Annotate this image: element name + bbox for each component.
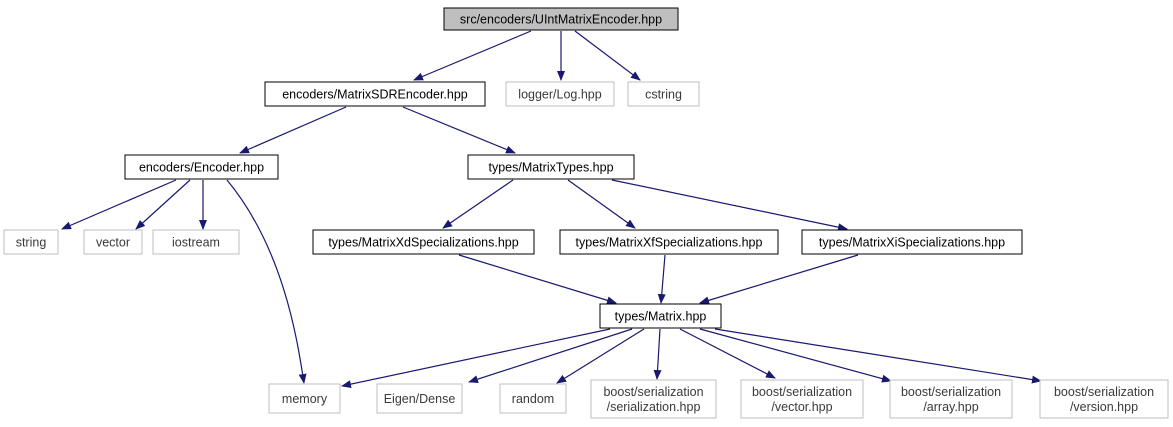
edge-matrix-to-boost_version bbox=[714, 328, 1042, 384]
node-eigen: Eigen/Dense bbox=[376, 383, 463, 414]
node-sdr_encoder[interactable]: encoders/MatrixSDREncoder.hpp bbox=[264, 81, 486, 107]
node-label: logger/Log.hpp bbox=[518, 88, 601, 102]
edge-matrix-to-boost_array bbox=[699, 328, 892, 383]
node-logger: logger/Log.hpp bbox=[505, 81, 615, 107]
node-label: types/MatrixXfSpecializations.hpp bbox=[576, 236, 763, 250]
node-string: string bbox=[3, 229, 59, 255]
edge-uint_encoder-to-cstring bbox=[574, 30, 641, 81]
node-boost_version: boost/serialization/version.hpp bbox=[1039, 379, 1169, 419]
node-label: string bbox=[16, 236, 47, 250]
node-label: random bbox=[512, 392, 554, 406]
node-uint_encoder[interactable]: src/encoders/UIntMatrixEncoder.hpp bbox=[443, 7, 679, 31]
node-label: src/encoders/UIntMatrixEncoder.hpp bbox=[460, 13, 662, 27]
edge-matrix_types-to-xi_spec bbox=[611, 179, 848, 232]
node-label: memory bbox=[282, 392, 328, 406]
edge-encoder-to-memory bbox=[226, 179, 307, 384]
node-box bbox=[443, 7, 679, 31]
node-label: cstring bbox=[645, 88, 682, 102]
node-label: /serialization.hpp bbox=[607, 400, 701, 414]
node-label: boost/serialization bbox=[752, 385, 852, 399]
node-xf_spec[interactable]: types/MatrixXfSpecializations.hpp bbox=[559, 229, 779, 255]
edge-sdr_encoder-to-encoder bbox=[239, 106, 347, 154]
node-boost_array: boost/serialization/array.hpp bbox=[889, 379, 1013, 419]
node-label: /array.hpp bbox=[923, 400, 978, 414]
node-box bbox=[889, 379, 1013, 419]
node-label: Eigen/Dense bbox=[384, 392, 456, 406]
node-label: /version.hpp bbox=[1070, 400, 1138, 414]
edge-matrix_types-to-xf_spec bbox=[567, 179, 636, 229]
node-label: iostream bbox=[172, 236, 220, 250]
node-box bbox=[499, 383, 567, 414]
node-box bbox=[505, 81, 615, 107]
node-label: /vector.hpp bbox=[771, 400, 832, 414]
node-matrix_types[interactable]: types/MatrixTypes.hpp bbox=[467, 154, 635, 180]
node-box bbox=[740, 379, 864, 419]
node-boost_vector: boost/serialization/vector.hpp bbox=[740, 379, 864, 419]
edge-matrix-to-boost_serialization bbox=[653, 328, 662, 380]
node-boost_serialization: boost/serialization/serialization.hpp bbox=[590, 379, 717, 419]
edge-encoder-to-vector bbox=[135, 179, 191, 230]
node-label: types/MatrixXdSpecializations.hpp bbox=[328, 236, 518, 250]
edge-matrix-to-boost_vector bbox=[679, 328, 776, 379]
node-label: types/MatrixTypes.hpp bbox=[488, 161, 613, 175]
node-box bbox=[312, 229, 535, 255]
node-iostream: iostream bbox=[152, 229, 240, 255]
node-box bbox=[559, 229, 779, 255]
node-box bbox=[590, 379, 717, 419]
edge-matrix-to-memory bbox=[341, 328, 611, 389]
edge-matrix_types-to-xd_spec bbox=[442, 179, 514, 229]
node-box bbox=[268, 383, 341, 414]
node-label: types/Matrix.hpp bbox=[615, 310, 707, 324]
edge-encoder-to-string bbox=[61, 179, 177, 230]
node-box bbox=[152, 229, 240, 255]
node-box bbox=[599, 303, 722, 329]
node-box bbox=[1039, 379, 1169, 419]
edge-xi_spec-to-matrix bbox=[699, 254, 859, 305]
node-xd_spec[interactable]: types/MatrixXdSpecializations.hpp bbox=[312, 229, 535, 255]
edge-sdr_encoder-to-matrix_types bbox=[402, 106, 516, 154]
node-box bbox=[83, 229, 143, 255]
node-box bbox=[801, 229, 1023, 255]
node-label: boost/serialization bbox=[1054, 385, 1154, 399]
node-memory: memory bbox=[268, 383, 341, 414]
node-box bbox=[467, 154, 635, 180]
edge-matrix-to-random bbox=[556, 328, 645, 384]
edge-uint_encoder-to-sdr_encoder bbox=[413, 30, 532, 81]
node-xi_spec[interactable]: types/MatrixXiSpecializations.hpp bbox=[801, 229, 1023, 255]
node-box bbox=[124, 154, 279, 180]
node-box bbox=[376, 383, 463, 414]
node-label: encoders/Encoder.hpp bbox=[139, 161, 264, 175]
node-label: boost/serialization bbox=[901, 385, 1001, 399]
edge-matrix-to-eigen bbox=[468, 328, 633, 384]
node-cstring: cstring bbox=[627, 81, 700, 107]
edge-layer bbox=[61, 30, 1042, 389]
node-layer: src/encoders/UIntMatrixEncoder.hpp encode… bbox=[3, 7, 1169, 419]
node-box bbox=[627, 81, 700, 107]
node-vector: vector bbox=[83, 229, 143, 255]
node-label: boost/serialization bbox=[603, 385, 703, 399]
node-label: types/MatrixXiSpecializations.hpp bbox=[819, 236, 1005, 250]
node-encoder[interactable]: encoders/Encoder.hpp bbox=[124, 154, 279, 180]
node-box bbox=[264, 81, 486, 107]
node-random: random bbox=[499, 383, 567, 414]
node-matrix[interactable]: types/Matrix.hpp bbox=[599, 303, 722, 329]
edge-xd_spec-to-matrix bbox=[458, 254, 617, 305]
node-box bbox=[3, 229, 59, 255]
node-label: vector bbox=[96, 236, 130, 250]
node-label: encoders/MatrixSDREncoder.hpp bbox=[282, 88, 468, 102]
edge-xf_spec-to-matrix bbox=[657, 254, 666, 304]
